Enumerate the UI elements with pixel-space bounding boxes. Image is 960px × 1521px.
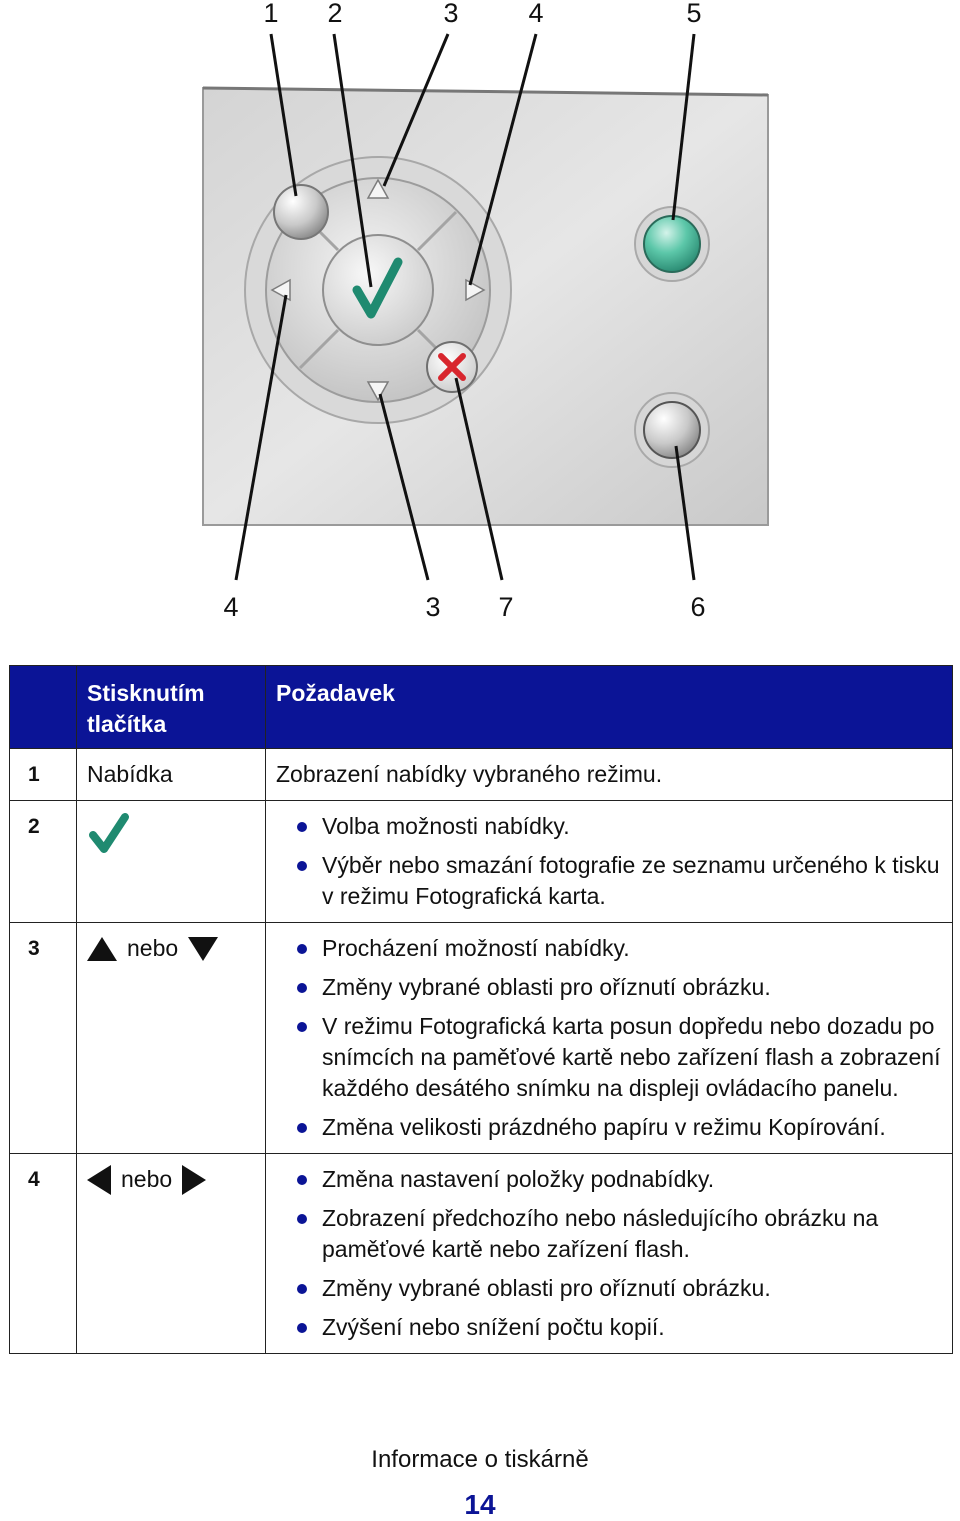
- select-button[interactable]: [322, 234, 434, 346]
- table-row: 3 nebo Procházení možností nabídky. Změn…: [9, 922, 953, 1154]
- request-text: Zobrazení nabídky vybraného režimu.: [265, 748, 953, 801]
- cancel-x-icon: [438, 353, 466, 381]
- request-list: Procházení možností nabídky. Změny vybra…: [276, 933, 942, 1143]
- list-item: Zobrazení předchozího nebo následujícího…: [276, 1203, 942, 1265]
- row-number: 3: [9, 922, 77, 1154]
- request-cell: Procházení možností nabídky. Změny vybra…: [265, 922, 953, 1154]
- header-number-cell: [9, 665, 77, 749]
- control-panel-figure: 1 2 3 4 5 4 3 7 6: [0, 0, 960, 640]
- control-panel-illustration: [202, 33, 769, 581]
- list-item: Procházení možností nabídky.: [276, 933, 942, 964]
- callout-4-bottom: 4: [223, 592, 239, 622]
- connector-text: nebo: [121, 1166, 173, 1192]
- cancel-button[interactable]: [426, 341, 478, 393]
- list-item: Volba možnosti nabídky.: [276, 811, 942, 842]
- button-icon-cell: nebo: [76, 1153, 266, 1354]
- request-list: Volba možnosti nabídky. Výběr nebo smazá…: [276, 811, 942, 912]
- menu-button[interactable]: [273, 184, 329, 240]
- table-row: 1 Nabídka Zobrazení nabídky vybraného re…: [9, 748, 953, 801]
- button-function-table: Stisknutím tlačítka Požadavek 1 Nabídka …: [9, 665, 953, 1354]
- row-number: 1: [9, 748, 77, 801]
- arrow-up-icon[interactable]: [366, 178, 390, 199]
- callout-3-bottom: 3: [425, 592, 441, 622]
- list-item: Výběr nebo smazání fotografie ze seznamu…: [276, 850, 942, 912]
- row-number: 4: [9, 1153, 77, 1354]
- request-cell: Volba možnosti nabídky. Výběr nebo smazá…: [265, 800, 953, 923]
- button-icon-cell: nebo: [76, 922, 266, 1154]
- start-button[interactable]: [634, 206, 710, 282]
- table-header-row: Stisknutím tlačítka Požadavek: [9, 665, 953, 749]
- arrow-down-icon[interactable]: [366, 381, 390, 402]
- arrow-left-icon: [87, 1164, 111, 1195]
- table-row: 2 Volba možnosti nabídky. Výběr nebo sma…: [9, 800, 953, 923]
- request-cell: Změna nastavení položky podnabídky. Zobr…: [265, 1153, 953, 1354]
- callout-1: 1: [263, 0, 279, 28]
- page-number: 14: [464, 1489, 496, 1520]
- list-item: Změny vybrané oblasti pro oříznutí obráz…: [276, 1273, 942, 1304]
- arrow-right-icon: [182, 1164, 207, 1195]
- callout-7: 7: [498, 592, 514, 622]
- checkmark-icon: [89, 813, 129, 853]
- list-item: Zvýšení nebo snížení počtu kopií.: [276, 1312, 942, 1343]
- footer-section-title: Informace o tiskárně: [371, 1446, 589, 1473]
- button-icon-cell: [76, 800, 266, 923]
- callout-5: 5: [686, 0, 702, 28]
- header-request: Požadavek: [265, 665, 953, 749]
- list-item: Změny vybrané oblasti pro oříznutí obráz…: [276, 972, 942, 1003]
- button-name: Nabídka: [76, 748, 266, 801]
- power-button[interactable]: [634, 392, 710, 468]
- list-item: V režimu Fotografická karta posun dopřed…: [276, 1011, 942, 1104]
- arrow-up-icon: [87, 936, 117, 961]
- panel-top-edge: [202, 86, 769, 97]
- checkmark-icon: [352, 257, 403, 319]
- list-item: Změna velikosti prázdného papíru v režim…: [276, 1112, 942, 1143]
- request-list: Změna nastavení položky podnabídky. Zobr…: [276, 1164, 942, 1343]
- header-button: Stisknutím tlačítka: [76, 665, 266, 749]
- callout-4: 4: [528, 0, 544, 28]
- callout-2: 2: [327, 0, 343, 28]
- arrow-down-icon: [188, 936, 219, 961]
- row-number: 2: [9, 800, 77, 923]
- table-row: 4 nebo Změna nastavení položky podnabídk…: [9, 1153, 953, 1354]
- list-item: Změna nastavení položky podnabídky.: [276, 1164, 942, 1195]
- callout-3: 3: [443, 0, 459, 28]
- callout-6: 6: [690, 592, 706, 622]
- callout-leader-lines: [234, 33, 696, 581]
- connector-text: nebo: [127, 935, 179, 961]
